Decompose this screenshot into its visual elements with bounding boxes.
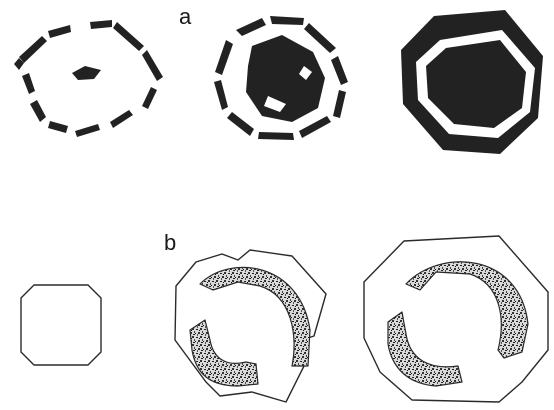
ring-segment [113, 22, 144, 51]
ring-segment [22, 73, 35, 94]
panel-label-b: b [164, 232, 176, 254]
ring-segment [30, 100, 46, 122]
ring-segment [142, 87, 157, 109]
ring-segment [48, 121, 68, 133]
speckled-arc-left [190, 320, 258, 386]
panel-a-crystal-1 [14, 20, 163, 137]
ring-segment [331, 56, 348, 85]
ring-segment [48, 25, 71, 38]
core [246, 35, 325, 122]
ring-segment [333, 90, 346, 118]
ring-segment [236, 18, 266, 36]
speckled-arc-left [388, 312, 462, 386]
ring-segment [258, 132, 294, 140]
panel-a-crystal-3 [401, 10, 543, 154]
speckled-arc-top [406, 262, 528, 358]
panel-label-a: a [179, 6, 191, 28]
panel-b-irregular [175, 250, 326, 402]
ring-segment [142, 50, 163, 81]
panel-b-octagon [21, 285, 101, 365]
speckled-arc-top [200, 267, 310, 366]
ring-segment [75, 124, 100, 137]
ring-segment [110, 110, 133, 128]
ring-segment [299, 116, 331, 138]
ring-segment [270, 16, 304, 25]
panel-b-large-octagon [364, 236, 548, 402]
panel-a-crystal-2 [214, 16, 348, 140]
central-blob [72, 66, 101, 80]
ring-segment [304, 23, 336, 53]
ring-segment [215, 40, 233, 75]
ring-segment [227, 112, 254, 136]
ring-segment [90, 20, 112, 29]
ring-segment [19, 36, 47, 63]
octagon-outline [21, 285, 101, 365]
ring-segment [214, 80, 228, 110]
